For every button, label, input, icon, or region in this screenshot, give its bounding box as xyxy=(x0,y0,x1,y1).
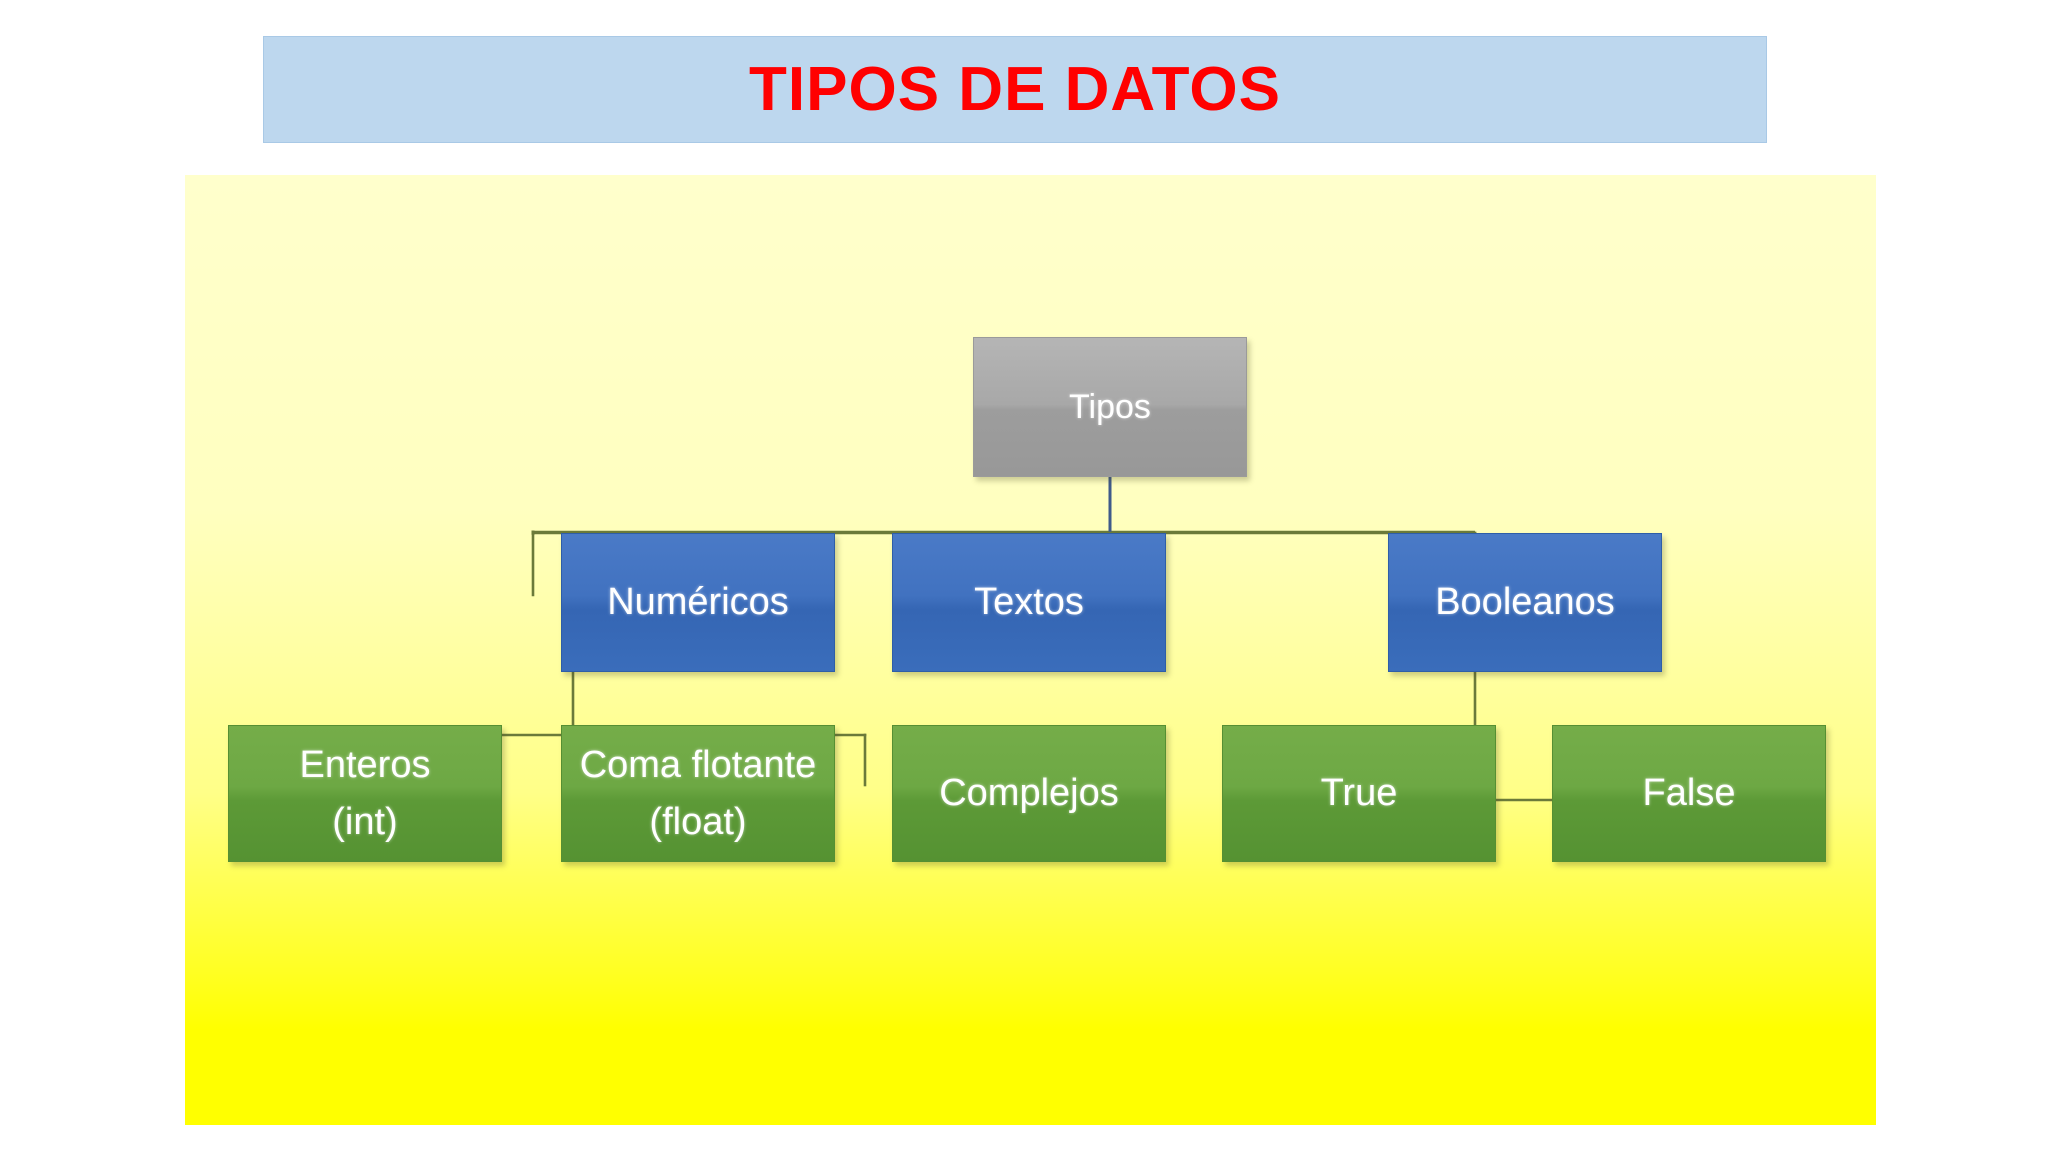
node-complejos[interactable]: Complejos xyxy=(892,725,1166,862)
node-tipos-label: Tipos xyxy=(1069,387,1151,426)
node-coma-flotante[interactable]: Coma flotante (float) xyxy=(561,725,835,862)
node-false-label: False xyxy=(1642,772,1736,814)
node-textos[interactable]: Textos xyxy=(892,533,1166,672)
node-booleanos[interactable]: Booleanos xyxy=(1388,533,1662,672)
node-complejos-label: Complejos xyxy=(939,772,1119,814)
node-enteros-sublabel: (int) xyxy=(332,800,398,843)
node-numericos[interactable]: Numéricos xyxy=(561,533,835,672)
node-enteros[interactable]: Enteros (int) xyxy=(228,725,502,862)
title-banner: TIPOS DE DATOS xyxy=(263,36,1767,143)
node-textos-label: Textos xyxy=(974,581,1084,623)
node-numericos-label: Numéricos xyxy=(607,581,789,623)
node-booleanos-label: Booleanos xyxy=(1435,581,1615,623)
page-title: TIPOS DE DATOS xyxy=(749,54,1281,124)
node-true-label: True xyxy=(1320,772,1398,814)
tipos-de-datos-diagram: Tipos Numéricos Textos Booleanos Enteros… xyxy=(185,175,1876,1125)
node-coma-flotante-label: Coma flotante xyxy=(579,743,817,786)
node-enteros-label: Enteros xyxy=(299,743,431,786)
node-coma-flotante-sublabel: (float) xyxy=(649,800,747,843)
node-false[interactable]: False xyxy=(1552,725,1826,862)
node-true[interactable]: True xyxy=(1222,725,1496,862)
node-tipos[interactable]: Tipos xyxy=(973,337,1247,477)
